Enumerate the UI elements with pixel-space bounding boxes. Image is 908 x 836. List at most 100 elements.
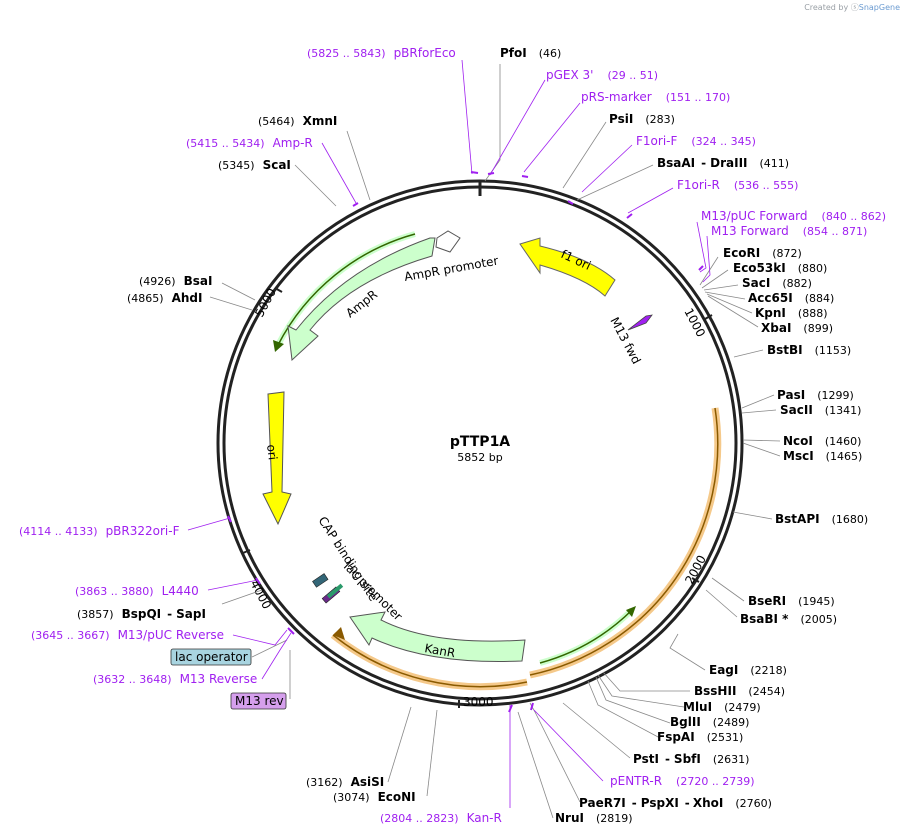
enzyme-ncoi[interactable]: NcoI(1460) [783,434,861,448]
enzyme-xmni[interactable]: (5464)XmnI [258,114,337,128]
enzyme-ecori[interactable]: EcoRI(872) [723,246,802,260]
snapgene-logo-icon: ⓢ [850,3,859,12]
enzyme-bseri[interactable]: BseRI(1945) [748,594,835,608]
leader-pbrforeco [461,59,473,175]
leader-amp-r [321,142,357,204]
enzyme-pfoi[interactable]: PfoI(46) [500,46,561,60]
ori-arrow[interactable] [262,391,292,526]
enzyme-mlui[interactable]: MluI(2479) [683,700,761,714]
leader-pbr322ori-f [187,517,231,531]
leader-prs-marker [523,102,581,173]
leader-m13-rev [261,632,292,680]
primer-f1ori-f[interactable]: F1ori-F(324 .. 345) [636,134,756,148]
lac-operator-box-bg [170,648,252,666]
enzyme-nrui[interactable]: NruI(2819) [555,811,633,825]
enzyme-pasi[interactable]: PasI(1299) [777,388,854,402]
enzyme-eagi[interactable]: EagI(2218) [709,663,787,677]
leader-psii [562,121,607,189]
kan-band-right [529,407,722,679]
enzyme-paer7i-pspxi-xhoi[interactable]: PaeR7I-PspXI-XhoI(2760) [579,796,772,810]
enzyme-asisi[interactable]: (3162)AsiSI [306,775,384,789]
kan-green-line [539,609,633,664]
enzyme-bglii[interactable]: BglII(2489) [670,715,749,729]
enzyme-fspai[interactable]: FspAI(2531) [657,730,743,744]
ampr-promoter-arrow[interactable] [435,230,461,253]
kanr-arrow[interactable] [349,611,526,662]
enzyme-bsai[interactable]: (4926)BsaI [139,274,212,288]
enzyme-psii[interactable]: PsiI(283) [609,112,675,126]
enzyme-acc65i[interactable]: Acc65I(884) [748,291,834,305]
enzyme-leader-lines [209,64,781,819]
plasmid-name: pTTP1A [450,434,510,450]
tick-pbr322ori [227,515,232,523]
m13-rev-text: M13 rev [235,694,284,708]
m13-rev-box[interactable]: M13 rev [230,692,287,710]
enzyme-kpni[interactable]: KpnI(888) [755,306,828,320]
enzyme-bstapi[interactable]: BstAPI(1680) [775,512,868,526]
enzyme-ahdi[interactable]: (4865)AhdI [127,291,202,305]
enzyme-saci[interactable]: SacI(882) [742,276,812,290]
primer-m13puc-reverse[interactable]: (3645 .. 3667)M13/pUC Reverse [31,628,224,642]
cap-site-marker[interactable] [312,573,329,588]
primer-leader-lines [187,59,711,808]
tick-kan-r [508,704,513,713]
enzyme-psti-sbfi[interactable]: PstI-SbfI(2631) [633,752,749,766]
enzyme-scai[interactable]: (5345)ScaI [218,158,291,172]
enzyme-sacii[interactable]: SacII(1341) [780,403,861,417]
primer-m13-forward[interactable]: M13 Forward(854 .. 871) [711,224,867,238]
enzyme-bspqi-sapi[interactable]: (3857)BspQI-SapI [77,607,206,621]
m13-rev-box-bg [230,692,287,710]
tick-m13-rev [287,627,295,635]
primer-l4440[interactable]: (3863 .. 3880)L4440 [75,584,199,598]
enzyme-bstbi[interactable]: BstBI(1153) [767,343,851,357]
lac-operator-marker[interactable] [326,583,344,599]
kan-green-arrowhead [626,606,636,617]
leader-nrui [517,711,554,819]
tick-pgex [487,172,495,175]
tick-5000 [274,287,283,293]
m13-fwd-arrow[interactable] [627,314,653,331]
ori-label: ori [264,444,280,461]
primer-pentr-r[interactable]: pENTR-R(2720 .. 2739) [610,774,755,788]
primer-pbrforeco[interactable]: (5825 .. 5843)pBRforEco [307,46,456,60]
primer-kan-r[interactable]: (2804 .. 2823)Kan-R [380,811,502,825]
primer-ticks [227,171,704,713]
enzyme-econi[interactable]: (3074)EcoNI [333,790,416,804]
leader-pgex [489,79,546,176]
tick-label-3000: 3000 [463,695,494,709]
leader-pasi [741,394,775,409]
snapgene-credit: Created by ⓢSnapGene [804,2,900,13]
primer-pbr322ori-f[interactable]: (4114 .. 4133)pBR322ori-F [19,524,180,538]
leader-ncoi [742,439,781,442]
primer-amp-r[interactable]: (5415 .. 5434)Amp-R [186,136,313,150]
f1-ori-arrow[interactable] [519,237,616,297]
enzyme-bsabi[interactable]: BsaBI *(2005) [740,612,837,626]
leader-sacii [741,409,777,414]
primer-m13puc-forward[interactable]: M13/pUC Forward(840 .. 862) [701,209,886,223]
leader-bsai [221,282,256,301]
kan-band-arrowhead [333,627,345,640]
leader-bglii [595,676,671,724]
plasmid-length: 5852 bp [457,451,502,464]
enzyme-labels-right: PfoI(46) PsiI(283) BsaAI-DraIII(411) Eco… [500,46,868,825]
primer-f1ori-r[interactable]: F1ori-R(536 .. 555) [677,178,798,192]
tick-4000 [242,549,251,554]
tick-pbrforeco [470,171,479,174]
enzyme-bsaai-draiii[interactable]: BsaAI-DraIII(411) [657,156,789,170]
lac-operator-box[interactable]: lac operator [170,648,252,666]
primer-prs-marker[interactable]: pRS-marker(151 .. 170) [581,90,730,104]
leader-fspai [587,680,661,739]
enzyme-xbai[interactable]: XbaI(899) [761,321,833,335]
enzyme-bsshii[interactable]: BssHII(2454) [694,684,785,698]
primer-pgex3[interactable]: pGEX 3'(29 .. 51) [546,68,658,82]
leader-bstbi [733,349,764,358]
leader-asisi [387,706,412,783]
enzyme-msci[interactable]: MscI(1465) [783,449,862,463]
leader-bseri [711,577,745,602]
amp-green-line [277,233,416,346]
enzyme-eco53ki[interactable]: Eco53kI(880) [733,261,827,275]
ampr-arrow[interactable] [287,237,436,362]
primer-m13-reverse[interactable]: (3632 .. 3648)M13 Reverse [93,672,257,686]
tick-marks [242,287,713,708]
